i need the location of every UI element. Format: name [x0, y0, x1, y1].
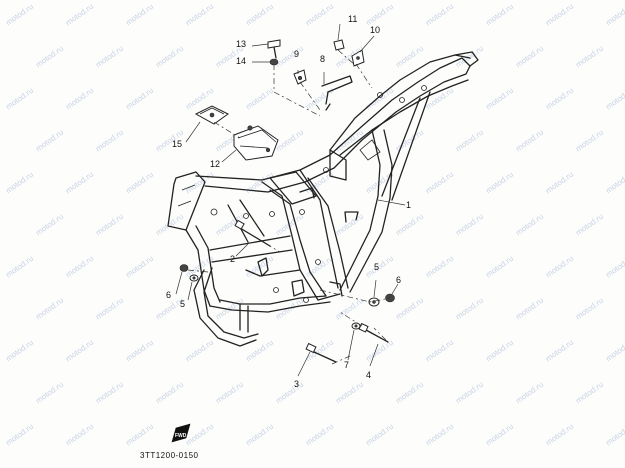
part-12-cover [233, 125, 279, 161]
fwd-arrow-icon: FWD [171, 423, 191, 443]
callout-4: 4 [366, 370, 371, 380]
fwd-label: FWD [175, 433, 187, 439]
main-spar [261, 181, 341, 301]
down-tube [185, 229, 211, 307]
callout-8: 8 [320, 54, 325, 64]
part-4-bolt [358, 322, 389, 343]
leader-lines [175, 23, 406, 377]
callout-15: 15 [172, 139, 182, 149]
callout-2: 2 [230, 254, 235, 264]
callout-numbers: 1 2 3 4 5 5 6 6 7 8 9 10 11 12 13 14 15 [166, 14, 411, 389]
callout-1: 1 [406, 200, 411, 210]
part-8-stay [321, 75, 353, 111]
callout-14: 14 [236, 56, 246, 66]
part-6-nut-left [179, 264, 189, 272]
callout-6-left: 6 [166, 290, 171, 300]
lower-cradle [209, 301, 331, 313]
diagram-code: 3TT1200-0150 [140, 451, 199, 460]
part-11-bolt [333, 39, 345, 51]
callout-11: 11 [348, 14, 357, 24]
frame [167, 51, 479, 347]
part-2-bolt [234, 219, 271, 247]
part-10-bracket [351, 49, 365, 67]
callout-12: 12 [210, 159, 220, 169]
callout-7: 7 [344, 360, 349, 370]
part-5-washer-left [189, 274, 199, 282]
callout-10: 10 [370, 25, 380, 35]
part-3-bolt [305, 342, 337, 363]
seat-stay [339, 129, 381, 291]
part-15-pad [194, 105, 229, 125]
top-tube [195, 57, 471, 181]
callout-6-right: 6 [396, 275, 401, 285]
part-7-washer [351, 322, 361, 330]
part-9-clamp [293, 69, 307, 85]
callout-3: 3 [294, 379, 299, 389]
callout-13: 13 [236, 39, 246, 49]
callout-5-right: 5 [374, 262, 379, 272]
part-5-washer-right [368, 297, 380, 307]
engine-guard [193, 269, 257, 347]
callout-9: 9 [294, 49, 299, 59]
callout-5-left: 5 [180, 299, 185, 309]
head-tube [167, 171, 206, 231]
part-13-bolt [267, 39, 281, 59]
